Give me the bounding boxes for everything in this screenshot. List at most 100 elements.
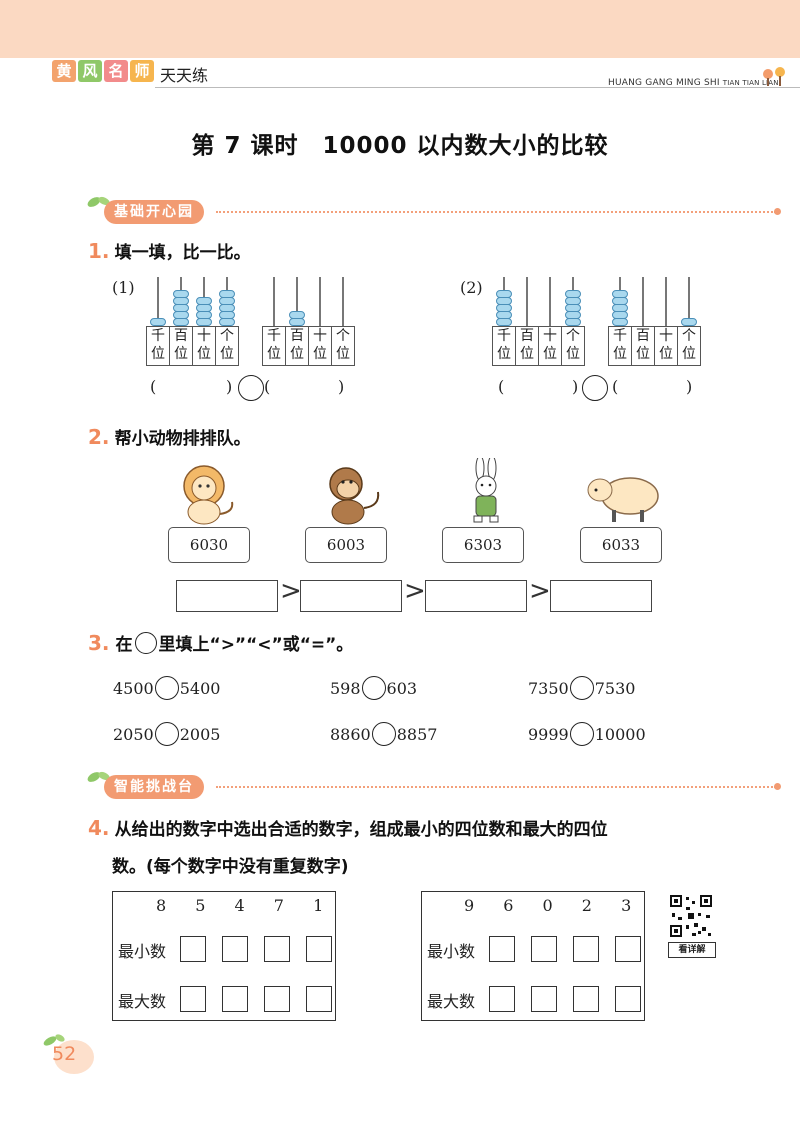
abacus-bead xyxy=(496,311,512,319)
dot-end xyxy=(774,208,781,215)
place-value-label: 千位 xyxy=(608,326,631,366)
digit-answer-box[interactable] xyxy=(489,936,515,962)
digit-answer-box[interactable] xyxy=(222,986,248,1012)
order-answer-box[interactable] xyxy=(425,580,527,612)
compare-item: 8860 8857 xyxy=(330,722,437,746)
abacus-bead xyxy=(173,318,189,326)
abacus-bead xyxy=(496,290,512,298)
compare-circle[interactable] xyxy=(569,676,594,700)
place-value-label: 个位 xyxy=(561,326,585,366)
greater-than-sign: > xyxy=(529,576,551,606)
header-rule xyxy=(155,87,800,88)
q3-text-pre: 在 xyxy=(115,635,133,655)
compare-circle[interactable] xyxy=(582,375,608,401)
compare-circle[interactable] xyxy=(238,375,264,401)
abacus-bead xyxy=(612,297,628,305)
abacus-bead xyxy=(496,297,512,305)
dot-end xyxy=(774,783,781,790)
digit-answer-box[interactable] xyxy=(306,936,332,962)
q2-number: 2. xyxy=(88,425,110,449)
abacus-bead xyxy=(289,318,305,326)
compare-circle[interactable] xyxy=(154,722,179,746)
dotted-rule xyxy=(216,786,776,788)
digit-answer-box[interactable] xyxy=(222,936,248,962)
answer-paren-open: ( xyxy=(498,377,505,396)
order-answer-box[interactable] xyxy=(300,580,402,612)
compare-item: 598 603 xyxy=(330,676,417,700)
compare-circle[interactable] xyxy=(154,676,179,700)
sheep-icon xyxy=(587,477,659,522)
q1-part1-label: (1) xyxy=(112,278,135,297)
q2-text: 帮小动物排排队。 xyxy=(114,429,251,449)
abacus-bead xyxy=(173,297,189,305)
abacus-bead xyxy=(565,304,581,312)
q1-number: 1. xyxy=(88,239,110,263)
digit-answer-box[interactable] xyxy=(531,936,557,962)
place-value-label: 个位 xyxy=(331,326,355,366)
digit-answer-box[interactable] xyxy=(306,986,332,1012)
section-basic-label: 基础开心园 xyxy=(104,200,204,224)
abacus-bead xyxy=(219,290,235,298)
dotted-rule xyxy=(216,211,776,213)
digit-answer-box[interactable] xyxy=(264,986,290,1012)
abacus-bead xyxy=(219,311,235,319)
compare-left: 9999 xyxy=(528,724,569,744)
digit-answer-box[interactable] xyxy=(264,936,290,962)
place-value-label: 十位 xyxy=(308,326,331,366)
compare-right: 10000 xyxy=(594,724,646,744)
compare-circle[interactable] xyxy=(569,722,594,746)
qr-caption: 看详解 xyxy=(668,942,716,958)
page-number: 52 xyxy=(52,1043,77,1065)
digit-answer-box[interactable] xyxy=(489,986,515,1012)
place-value-label: 十位 xyxy=(654,326,677,366)
qr-code-icon[interactable] xyxy=(668,893,714,939)
answer-paren-close: ) xyxy=(226,377,233,396)
tree-icon xyxy=(763,67,785,86)
digit-answer-box[interactable] xyxy=(615,936,641,962)
compare-left: 8860 xyxy=(330,724,371,744)
max-label: 最大数 xyxy=(118,992,167,1011)
place-value-label: 百位 xyxy=(515,326,538,366)
answer-paren-close: ) xyxy=(572,377,579,396)
abacus-bead xyxy=(219,318,235,326)
abacus-rod xyxy=(157,277,159,326)
section-challenge-header: 智能挑战台 xyxy=(86,771,786,801)
min-label: 最小数 xyxy=(427,942,476,961)
compare-left: 2050 xyxy=(113,724,154,744)
abacus-bead xyxy=(612,318,628,326)
digit-answer-box[interactable] xyxy=(573,936,599,962)
answer-paren-open: ( xyxy=(150,377,157,396)
abacus-bead xyxy=(196,304,212,312)
place-value-label: 千位 xyxy=(262,326,285,366)
digit-answer-box[interactable] xyxy=(573,986,599,1012)
abacus-rod xyxy=(273,277,275,326)
order-answer-box[interactable] xyxy=(550,580,652,612)
compare-circle[interactable] xyxy=(371,722,396,746)
lesson-number: 第 7 课时 xyxy=(191,133,299,159)
digit-answer-box[interactable] xyxy=(615,986,641,1012)
compare-left: 598 xyxy=(330,678,361,698)
compare-circle[interactable] xyxy=(361,676,386,700)
circle-icon xyxy=(134,631,157,654)
digit-answer-box[interactable] xyxy=(531,986,557,1012)
q2-heading: 2. 帮小动物排排队。 xyxy=(88,424,251,449)
abacus-bead xyxy=(196,318,212,326)
compare-right: 8857 xyxy=(396,724,438,744)
abacus-rod xyxy=(688,277,690,326)
digit-answer-box[interactable] xyxy=(180,936,206,962)
brand-char: 风 xyxy=(78,60,102,82)
q3-heading: 3. 在 里填上“>”“<”或“=”。 xyxy=(88,630,353,656)
place-value-row: 千位百位十位个位 xyxy=(262,326,355,366)
digit-answer-box[interactable] xyxy=(180,986,206,1012)
compare-item: 9999 10000 xyxy=(528,722,646,746)
given-digits: 8 5 4 7 1 xyxy=(156,896,336,915)
compare-right: 603 xyxy=(386,678,418,698)
place-value-label: 个位 xyxy=(215,326,239,366)
q4-number: 4. xyxy=(88,816,110,840)
abacus-bead xyxy=(496,304,512,312)
compare-left: 4500 xyxy=(113,678,154,698)
lesson-topic: 10000 以内数大小的比较 xyxy=(322,133,609,159)
brand-char: 名 xyxy=(104,60,128,82)
place-value-label: 千位 xyxy=(492,326,515,366)
order-answer-box[interactable] xyxy=(176,580,278,612)
